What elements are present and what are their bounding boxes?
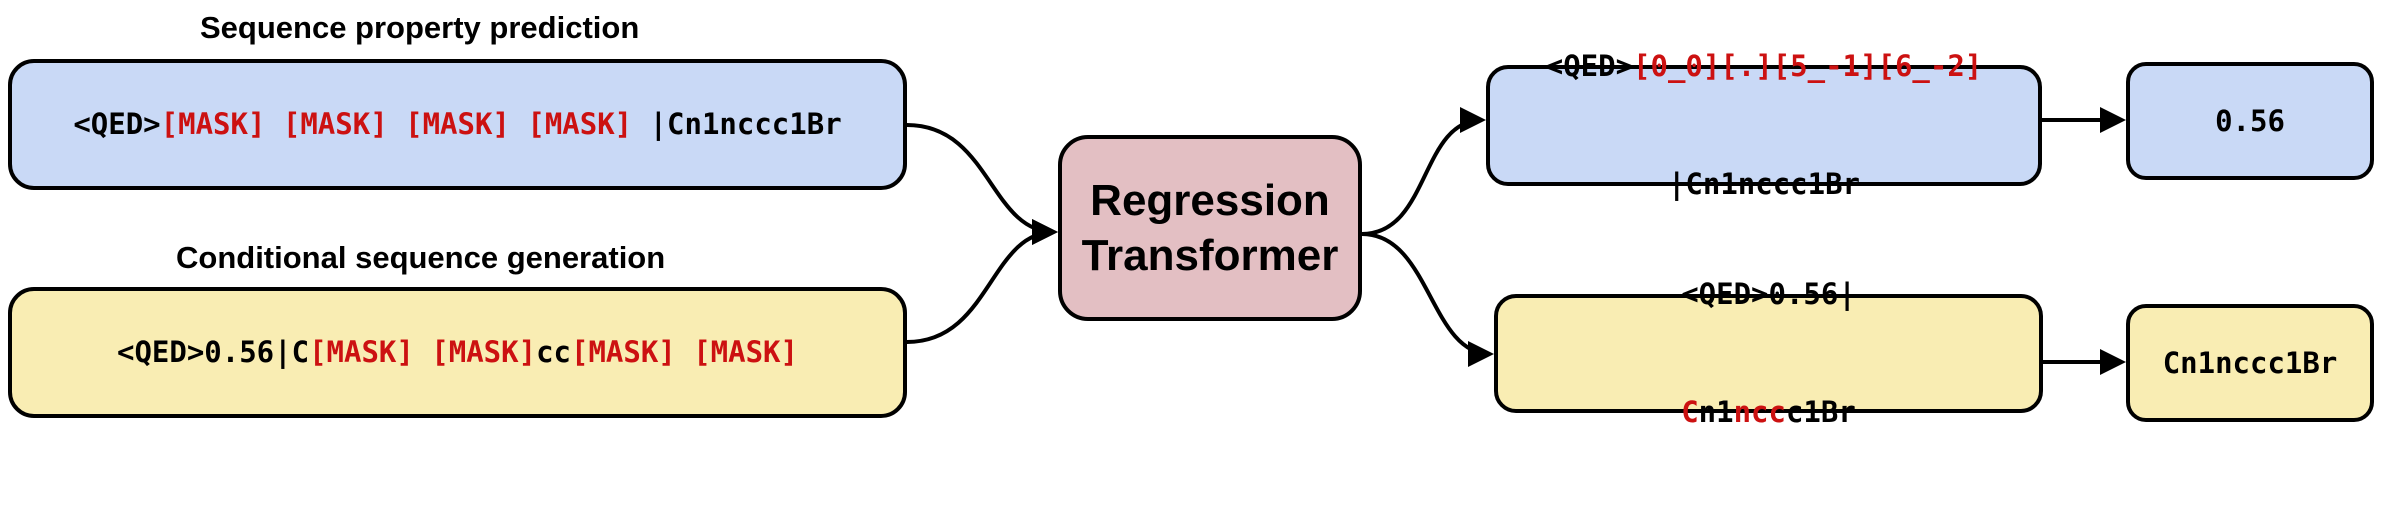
result-property-box: 0.56	[2126, 62, 2374, 180]
input-property-box: <QED>[MASK] [MASK] [MASK] [MASK] |Cn1ncc…	[8, 59, 907, 190]
arrow-transformer-to-output-generation	[1361, 232, 1494, 367]
input-generation-text: <QED>0.56|C[MASK] [MASK]cc[MASK] [MASK]	[117, 335, 798, 370]
output-property-text: <QED>[0_0][.][5_-1][6_-2] |Cn1nccc1Br	[1545, 49, 1983, 201]
title-conditional-generation: Conditional sequence generation	[176, 240, 666, 275]
result-generation-box: Cn1nccc1Br	[2126, 304, 2374, 422]
input-property-text: <QED>[MASK] [MASK] [MASK] [MASK] |Cn1ncc…	[73, 107, 842, 142]
title-property-prediction: Sequence property prediction	[200, 10, 640, 45]
result-property-text: 0.56	[2215, 103, 2285, 138]
regression-transformer-label: Regression Transformer	[1081, 176, 1339, 280]
arrow-transformer-to-output-property	[1361, 107, 1486, 236]
output-generation-box: <QED>0.56| Cn1nccc1Br	[1494, 277, 2043, 429]
input-generation-box: <QED>0.56|C[MASK] [MASK]cc[MASK] [MASK]	[8, 287, 907, 418]
connector-arrows	[906, 107, 2126, 375]
result-generation-text: Cn1nccc1Br	[2162, 345, 2338, 380]
arrow-input-property-to-transformer	[906, 123, 1058, 245]
regression-transformer-box: Regression Transformer	[1058, 135, 1362, 321]
output-generation-text: <QED>0.56| Cn1nccc1Br	[1681, 277, 1856, 429]
output-property-box: <QED>[0_0][.][5_-1][6_-2] |Cn1nccc1Br	[1486, 49, 2042, 201]
arrow-input-generation-to-transformer	[906, 219, 1058, 344]
